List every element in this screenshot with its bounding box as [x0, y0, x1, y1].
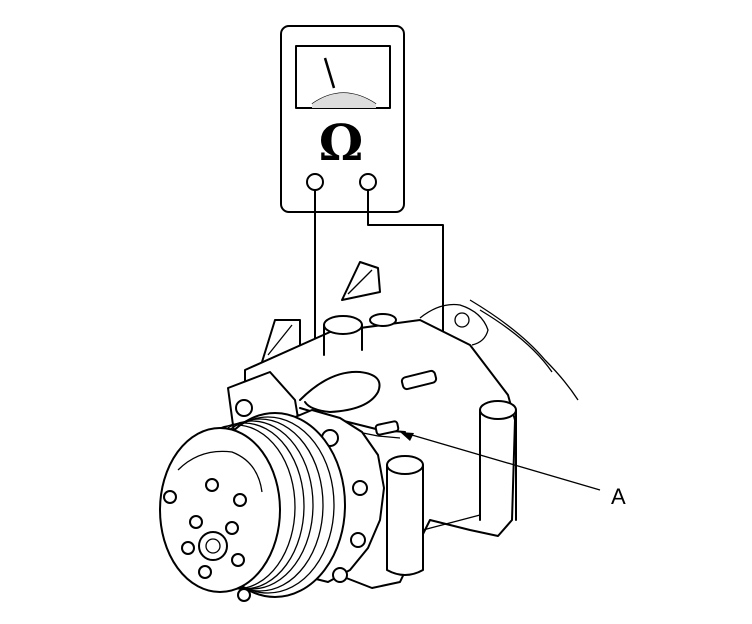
callout-a-leader	[404, 432, 601, 491]
test-terminal-right	[359, 173, 377, 191]
ohm-symbol: Ω	[319, 113, 364, 172]
callout-a-label: A	[611, 484, 626, 509]
coil-wire-loop	[299, 370, 381, 413]
test-terminal-left	[306, 173, 324, 191]
callout-a: A	[400, 432, 626, 509]
flange-bolt	[235, 399, 253, 417]
hose-line-inner	[479, 309, 553, 373]
rear-fitting-bolt	[454, 312, 470, 328]
top-boss	[323, 315, 363, 335]
connector-terminal-a	[374, 420, 400, 436]
clutch-hub	[198, 531, 228, 561]
rear-fitting	[419, 303, 489, 346]
clutch-front-plate	[159, 427, 281, 602]
front-post	[386, 464, 424, 576]
connector-plug	[400, 369, 438, 391]
meter-scale-shade	[312, 93, 376, 108]
ac-compressor	[159, 261, 579, 602]
meter-needle	[323, 57, 336, 89]
right-boss	[479, 400, 517, 420]
front-post-top	[386, 455, 424, 475]
callout-a-arrowhead	[400, 432, 414, 441]
top-boss-small	[369, 313, 397, 327]
ohmmeter: Ω	[280, 25, 405, 213]
hose-line	[469, 299, 579, 401]
